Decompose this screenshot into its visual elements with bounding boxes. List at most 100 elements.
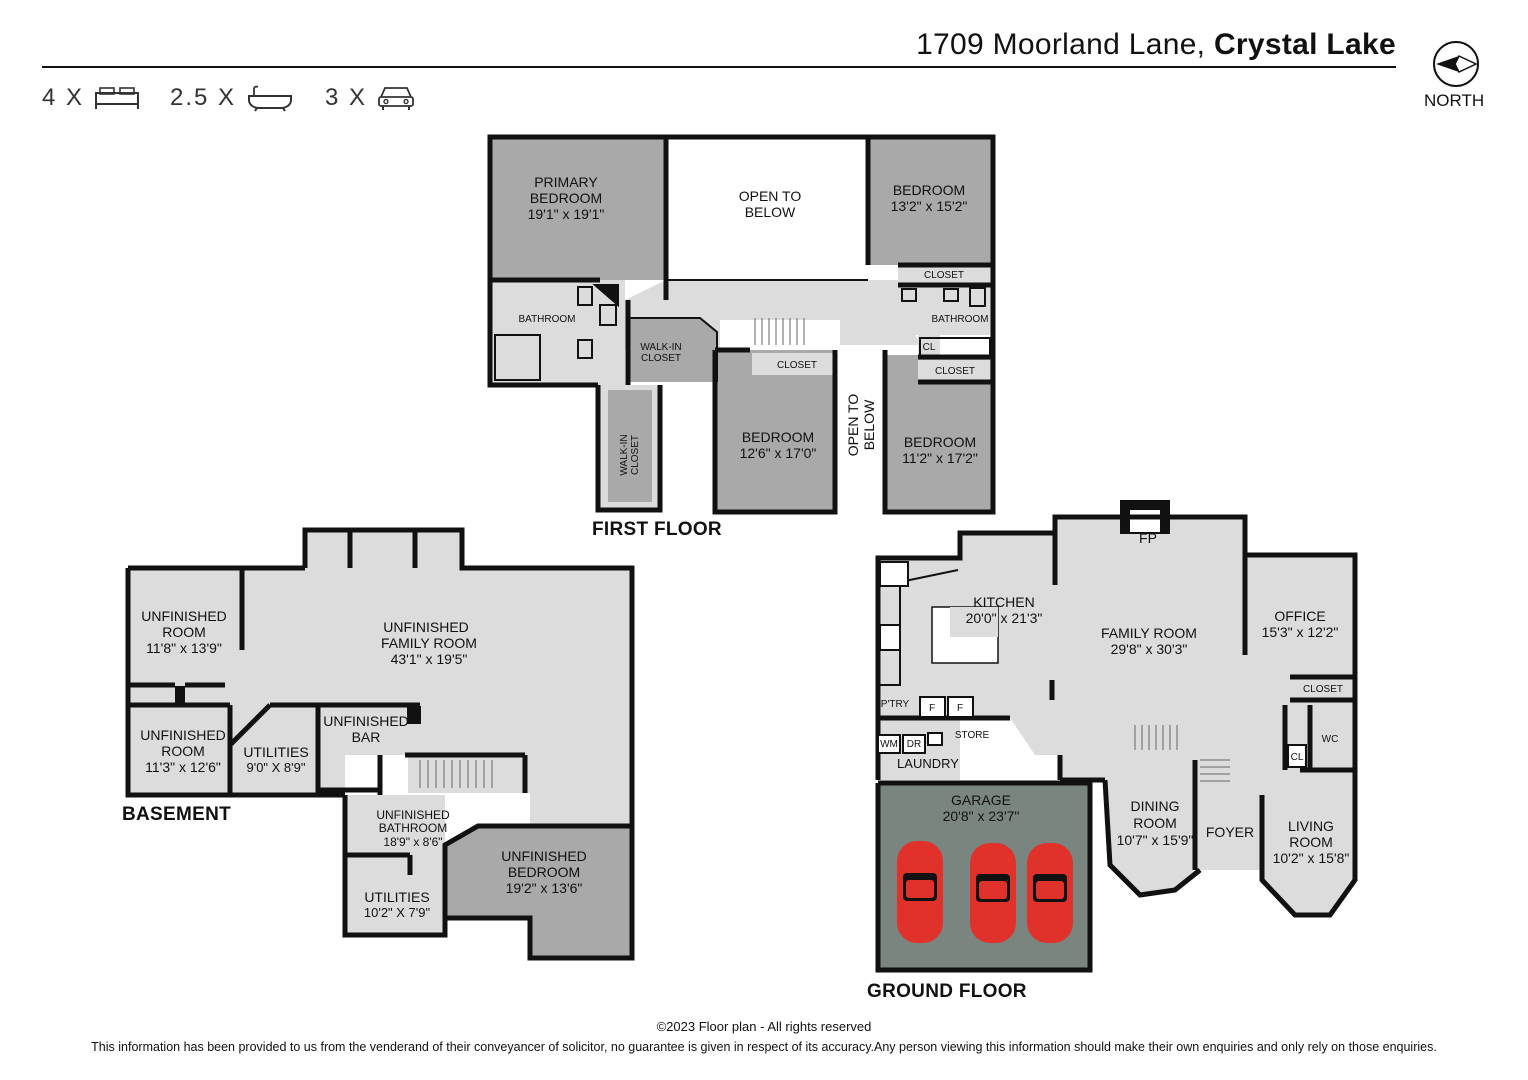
open-to-below-2 — [835, 350, 885, 510]
closet-c — [918, 360, 990, 382]
closet-c-label: CLOSET — [935, 366, 975, 377]
property-address: 1709 Moorland Lane, Crystal Lake — [916, 28, 1396, 62]
bedroom-2-size: 13'2" x 15'2" — [891, 198, 968, 214]
linen-closet — [918, 335, 940, 357]
dining-room-line-2: ROOM — [1133, 815, 1177, 831]
bedroom-count: 4 X — [42, 84, 140, 112]
closet-a — [898, 265, 991, 285]
living-room-line-2: ROOM — [1289, 834, 1333, 850]
walk-in-closet-2-line-1: WALK-IN — [619, 434, 630, 475]
first-floor-label: FIRST FLOOR — [592, 519, 722, 540]
bathroom-a-label: BATHROOM — [518, 314, 575, 325]
car-icon — [897, 841, 943, 943]
parking-count-text: 3 X — [325, 84, 368, 111]
unfinished-bedroom-line-2: BEDROOM — [508, 864, 580, 880]
closet-b-label: CLOSET — [777, 360, 817, 371]
bedroom-2-name: BEDROOM — [893, 182, 965, 198]
store-label: STORE — [955, 730, 990, 741]
car-icon — [1027, 843, 1073, 943]
car-icon — [970, 843, 1016, 943]
unfinished-room-1-line-1: UNFINISHED — [141, 608, 227, 624]
garage-size: 20'8" x 23'7" — [943, 808, 1020, 824]
ground-floor-label: GROUND FLOOR — [867, 981, 1027, 1002]
bathroom-b-label: BATHROOM — [931, 314, 988, 325]
ground-floor-plan: KITCHEN 20'0" x 21'3" FP FAMILY ROOM 29'… — [875, 500, 1358, 973]
unfinished-bedroom-line-1: UNFINISHED — [501, 848, 587, 864]
ground-floor-labels: KITCHEN 20'0" x 21'3" FP FAMILY ROOM 29'… — [880, 530, 1349, 866]
basement-label: BASEMENT — [122, 804, 232, 825]
foyer-label: FOYER — [1206, 824, 1254, 840]
unfinished-room-1-line-2: ROOM — [162, 624, 206, 640]
pantry-label: P'TRY — [881, 699, 910, 710]
bedroom-4-name: BEDROOM — [904, 434, 976, 450]
closet-a-label: CLOSET — [924, 270, 964, 281]
open-to-below-1-line-1: OPEN TO — [739, 188, 802, 204]
garage-cars — [897, 841, 1073, 943]
unfinished-room-1-size: 11'8" x 13'9" — [146, 640, 222, 656]
unfinished-bedroom — [445, 826, 632, 958]
utilities-1-name: UTILITIES — [243, 744, 308, 760]
unfinished-family-room-line-2: FAMILY ROOM — [381, 635, 477, 651]
basement-plan: UNFINISHED ROOM 11'8" x 13'9" UNFINISHED… — [125, 527, 635, 961]
utilities-2-name: UTILITIES — [364, 889, 429, 905]
bedroom-2 — [868, 137, 991, 265]
kitchen-name: KITCHEN — [973, 594, 1034, 610]
closet-b — [752, 353, 834, 375]
primary-bedroom-name-1: PRIMARY — [534, 174, 598, 190]
walk-in-closet-2-line-2: CLOSET — [630, 435, 641, 475]
open-to-below-2-line-2: BELOW — [861, 399, 877, 450]
bedroom-3-name: BEDROOM — [742, 429, 814, 445]
ground-closet-label: CLOSET — [1303, 684, 1343, 695]
bathroom-a — [490, 280, 625, 385]
walk-in-closet-1-line-2: CLOSET — [641, 353, 681, 364]
dining-room-size: 10'7" x 15'9" — [1117, 832, 1194, 848]
family-room-name: FAMILY ROOM — [1101, 625, 1197, 641]
unfinished-bathroom-size: 18'9" x 8'6" — [383, 835, 442, 849]
car-icon — [378, 87, 414, 110]
laundry-label: LAUNDRY — [897, 756, 959, 771]
parking-count: 3 X — [325, 84, 415, 112]
unfinished-bar-line-1: UNFINISHED — [323, 713, 409, 729]
bathroom-count-text: 2.5 X — [170, 84, 237, 111]
utilities-1-size: 9'0" X 8'9" — [246, 760, 305, 775]
header-rule — [42, 66, 1396, 68]
family-room-size: 29'8" x 30'3" — [1111, 641, 1188, 657]
utilities-2-size: 10'2" X 7'9" — [364, 905, 431, 920]
basement-labels: UNFINISHED ROOM 11'8" x 13'9" UNFINISHED… — [140, 608, 587, 920]
walk-in-closet-1 — [628, 318, 717, 382]
freezer-2-label: F — [957, 703, 963, 714]
kitchen-size: 20'0" x 21'3" — [966, 610, 1043, 626]
unfinished-family-room-size: 43'1" x 19'5" — [391, 651, 468, 667]
living-room-size: 10'2" x 15'8" — [1273, 850, 1350, 866]
compass-label: NORTH — [1424, 91, 1485, 110]
basement-walls — [125, 527, 635, 961]
washer-label: WM — [880, 739, 898, 750]
walk-in-closet-1-line-1: WALK-IN — [640, 342, 681, 353]
office-name: OFFICE — [1274, 608, 1325, 624]
fireplace-label: FP — [1139, 530, 1157, 546]
dryer-label: DR — [907, 739, 921, 750]
wc-label: WC — [1322, 734, 1339, 745]
open-to-below-1 — [666, 137, 868, 280]
north-compass-icon — [1433, 41, 1479, 87]
bedroom-3-size: 12'6" x 17'0" — [740, 445, 817, 461]
bathtub-icon — [248, 85, 293, 112]
office-size: 15'3" x 12'2" — [1262, 624, 1339, 640]
copyright-notice: ©2023 Floor plan - All rights reserved — [656, 1019, 872, 1034]
address-street: 1709 Moorland Lane, — [916, 28, 1214, 61]
unfinished-room-2-line-1: UNFINISHED — [140, 727, 226, 743]
freezer-1-label: F — [929, 703, 935, 714]
unfinished-bathroom-line-1: UNFINISHED — [376, 808, 450, 822]
dining-room-line-1: DINING — [1131, 798, 1180, 814]
primary-bedroom — [490, 137, 666, 280]
first-floor-labels: PRIMARY BEDROOM 19'1" x 19'1" OPEN TO BE… — [518, 174, 988, 476]
unfinished-bathroom-line-2: BATHROOM — [379, 821, 447, 835]
primary-bedroom-size: 19'1" x 19'1" — [528, 206, 605, 222]
address-city: Crystal Lake — [1213, 28, 1396, 61]
ground-cl-label: CL — [1291, 752, 1304, 763]
first-floor-rooms — [490, 137, 991, 510]
bedroom-4-size: 11'2" x 17'2" — [902, 450, 978, 466]
bedroom-count-text: 4 X — [42, 84, 85, 111]
unfinished-bathroom — [345, 795, 445, 935]
unfinished-family-room-line-1: UNFINISHED — [383, 619, 469, 635]
